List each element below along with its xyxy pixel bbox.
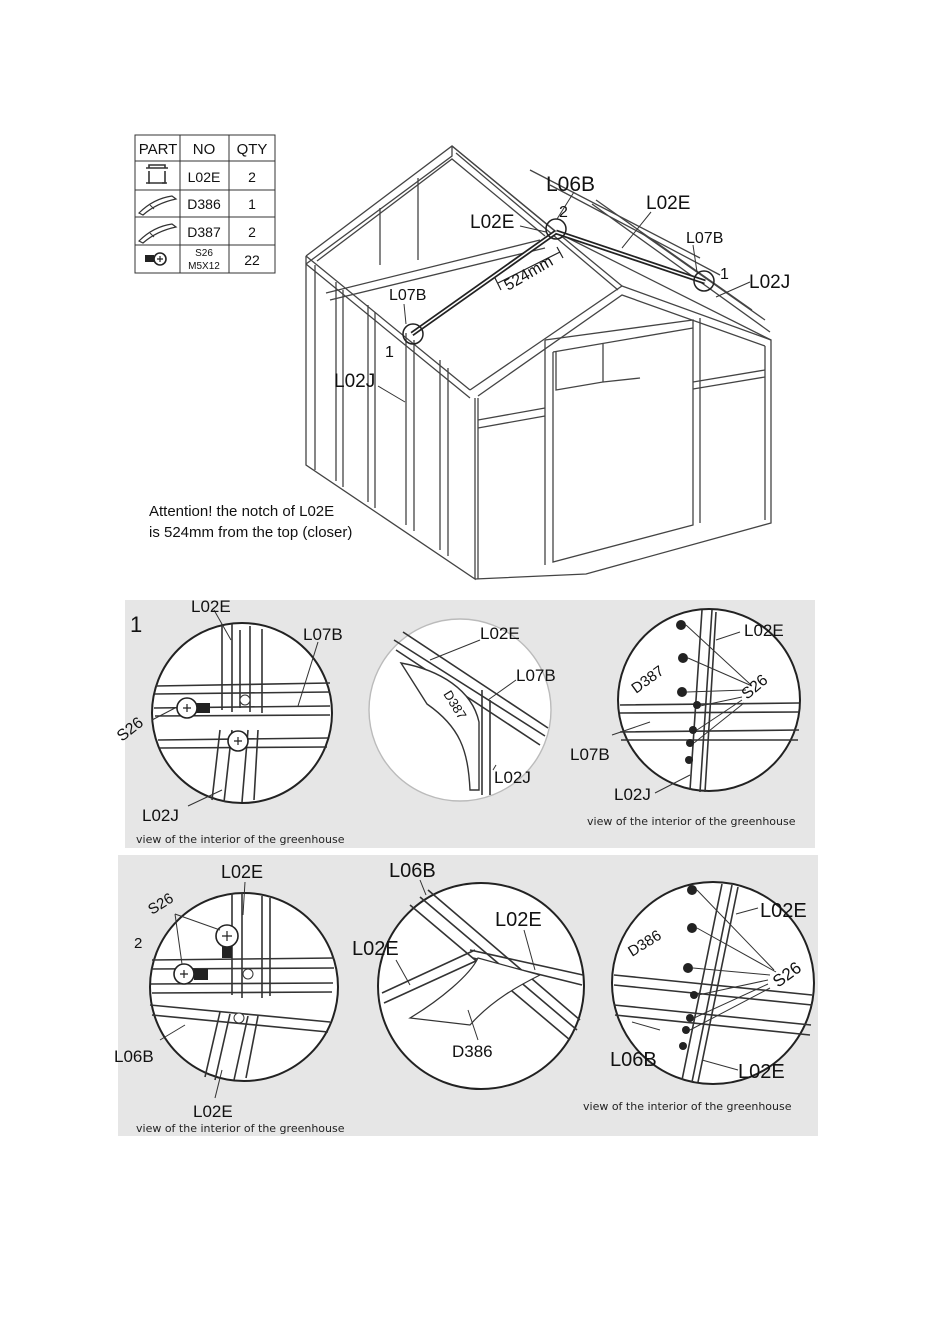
d2c-l02e-top: L02E [760, 900, 807, 922]
dimension-label: 524mm [502, 253, 557, 294]
step-1-number: 1 [130, 612, 142, 637]
d2a-l02e-bottom: L02E [193, 1102, 233, 1121]
table-header-no: NO [193, 141, 216, 158]
label-l02j-left: L02J [334, 371, 375, 392]
attention-line-1: Attention! the notch of L02E [149, 503, 334, 520]
d2c-l02e-bottom: L02E [738, 1061, 785, 1083]
caption-1-right: view of the interior of the greenhouse [587, 815, 796, 828]
d2b-l02e-right: L02E [495, 909, 542, 931]
table-row-2-no: D386 [187, 196, 221, 212]
caption-1-left: view of the interior of the greenhouse [136, 833, 345, 846]
corner-brace-icon [137, 223, 178, 244]
label-l02e-left: L02E [470, 212, 514, 233]
detail-2b [377, 879, 585, 1090]
table-row-1-qty: 2 [248, 169, 256, 185]
d2c-l06b: L06B [610, 1049, 657, 1071]
greenhouse-illustration [305, 145, 772, 581]
table-row-2-qty: 1 [248, 196, 256, 212]
d1a-l02e: L02E [191, 597, 231, 616]
screw-icon [145, 252, 167, 266]
d1c-l07b: L07B [570, 745, 610, 764]
label-l02j-right: L02J [749, 272, 790, 293]
caption-2-left: view of the interior of the greenhouse [136, 1122, 345, 1135]
table-row-3-qty: 2 [248, 224, 256, 240]
label-num-2: 2 [559, 204, 568, 221]
attention-line-2: is 524mm from the top (closer) [149, 524, 352, 541]
d2a-l06b: L06B [114, 1047, 154, 1066]
label-num-1-right: 1 [720, 266, 729, 283]
d1a-l07b: L07B [303, 625, 343, 644]
label-l02e-right: L02E [646, 193, 690, 214]
table-row-1-no: L02E [188, 169, 221, 185]
parts-table: PART NO QTY L02E 2 D386 1 D387 2 S26 [134, 134, 276, 274]
table-row-4-no: S26 [195, 248, 213, 259]
table-row-4-qty: 22 [244, 252, 260, 268]
d1b-l02j: L02J [494, 768, 531, 787]
detail-2a [149, 881, 339, 1099]
corner-brace-icon [137, 195, 178, 216]
label-l06b: L06B [546, 173, 595, 196]
d2b-l06b: L06B [389, 860, 436, 882]
label-num-1-left: 1 [385, 344, 394, 361]
step-2-number: 2 [134, 935, 142, 952]
d2b-l02e-left: L02E [352, 938, 399, 960]
detail-1b [368, 618, 552, 802]
d1c-l02e: L02E [744, 621, 784, 640]
detail-1c [611, 608, 801, 794]
detail-2c [611, 881, 815, 1085]
table-header-part: PART [139, 141, 178, 158]
d2b-d386: D386 [452, 1042, 493, 1061]
table-row-4-no-sub: M5X12 [188, 261, 220, 272]
d1a-l02j: L02J [142, 806, 179, 825]
label-l07b-left: L07B [389, 287, 426, 304]
d1b-l02e: L02E [480, 624, 520, 643]
d1c-l02j: L02J [614, 785, 651, 804]
label-l07b-right: L07B [686, 230, 723, 247]
d2a-l02e-top: L02E [221, 862, 263, 882]
caption-2-right: view of the interior of the greenhouse [583, 1100, 792, 1113]
d1b-l07b: L07B [516, 666, 556, 685]
table-row-3-no: D387 [187, 224, 221, 240]
detail-1a [151, 609, 333, 807]
table-header-qty: QTY [237, 141, 268, 158]
bracket-icon [146, 164, 168, 184]
